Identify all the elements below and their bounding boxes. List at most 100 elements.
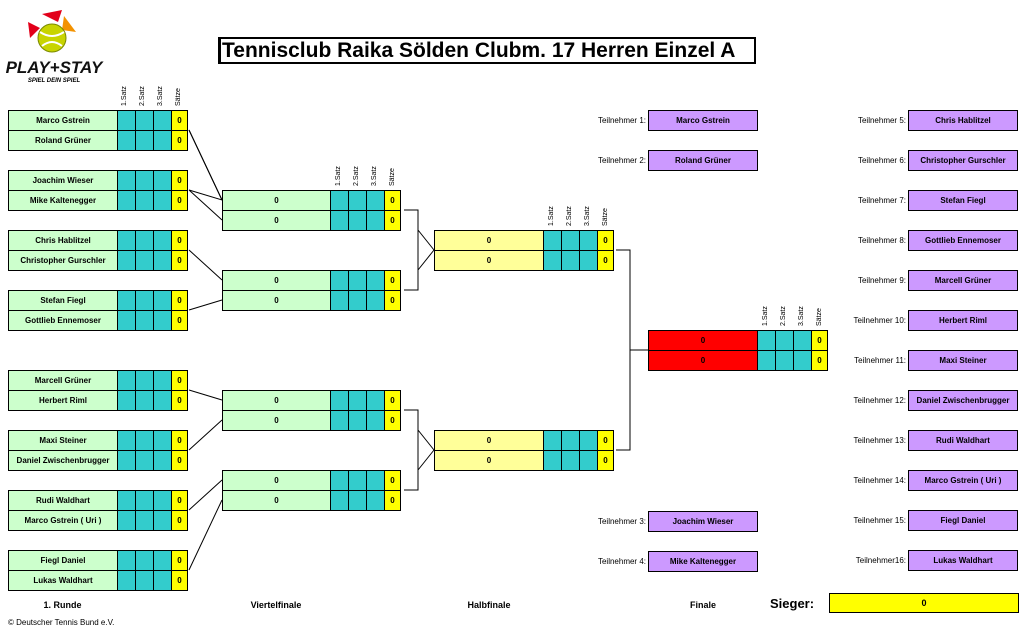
r1-4-set2-cell[interactable] bbox=[135, 190, 154, 211]
r1-13-set2-cell[interactable] bbox=[135, 490, 154, 511]
sf-2-sets-won[interactable]: 0 bbox=[597, 250, 614, 271]
qf-6-player[interactable]: 0 bbox=[222, 410, 331, 431]
r1-11-set2-cell[interactable] bbox=[135, 430, 154, 451]
r1-5-player[interactable]: Chris Hablitzel bbox=[8, 230, 118, 251]
r1-1-set1-cell[interactable] bbox=[117, 110, 136, 131]
r1-15-set1-cell[interactable] bbox=[117, 550, 136, 571]
qf-8-set3-cell[interactable] bbox=[366, 490, 385, 511]
qf-7-set3-cell[interactable] bbox=[366, 470, 385, 491]
qf-1-player[interactable]: 0 bbox=[222, 190, 331, 211]
r1-15-player[interactable]: Fiegl Daniel bbox=[8, 550, 118, 571]
r1-5-set3-cell[interactable] bbox=[153, 230, 172, 251]
qf-2-player[interactable]: 0 bbox=[222, 210, 331, 231]
qf-3-set3-cell[interactable] bbox=[366, 270, 385, 291]
final-2-sets-won[interactable]: 0 bbox=[811, 350, 828, 371]
r1-8-player[interactable]: Gottlieb Ennemoser bbox=[8, 310, 118, 331]
r1-13-sets-won[interactable]: 0 bbox=[171, 490, 188, 511]
r1-6-set2-cell[interactable] bbox=[135, 250, 154, 271]
r1-14-sets-won[interactable]: 0 bbox=[171, 510, 188, 531]
r1-7-set3-cell[interactable] bbox=[153, 290, 172, 311]
qf-6-set1-cell[interactable] bbox=[330, 410, 349, 431]
r1-16-set1-cell[interactable] bbox=[117, 570, 136, 591]
r1-12-set1-cell[interactable] bbox=[117, 450, 136, 471]
r1-7-set1-cell[interactable] bbox=[117, 290, 136, 311]
sf-1-set3-cell[interactable] bbox=[579, 230, 598, 251]
qf-5-player[interactable]: 0 bbox=[222, 390, 331, 411]
r1-5-set1-cell[interactable] bbox=[117, 230, 136, 251]
participant-name-4[interactable]: Mike Kaltenegger bbox=[648, 551, 758, 572]
qf-1-set1-cell[interactable] bbox=[330, 190, 349, 211]
r1-1-set2-cell[interactable] bbox=[135, 110, 154, 131]
r1-11-player[interactable]: Maxi Steiner bbox=[8, 430, 118, 451]
r1-7-sets-won[interactable]: 0 bbox=[171, 290, 188, 311]
r1-3-set2-cell[interactable] bbox=[135, 170, 154, 191]
r1-8-set1-cell[interactable] bbox=[117, 310, 136, 331]
r1-13-player[interactable]: Rudi Waldhart bbox=[8, 490, 118, 511]
sf-3-set1-cell[interactable] bbox=[543, 430, 562, 451]
participant-name-8[interactable]: Gottlieb Ennemoser bbox=[908, 230, 1018, 251]
qf-3-player[interactable]: 0 bbox=[222, 270, 331, 291]
qf-5-set3-cell[interactable] bbox=[366, 390, 385, 411]
r1-15-set2-cell[interactable] bbox=[135, 550, 154, 571]
qf-7-set2-cell[interactable] bbox=[348, 470, 367, 491]
sf-4-set1-cell[interactable] bbox=[543, 450, 562, 471]
final-2-set2-cell[interactable] bbox=[775, 350, 794, 371]
r1-15-set3-cell[interactable] bbox=[153, 550, 172, 571]
winner-field[interactable]: 0 bbox=[829, 593, 1019, 613]
participant-name-5[interactable]: Chris Hablitzel bbox=[908, 110, 1018, 131]
r1-12-sets-won[interactable]: 0 bbox=[171, 450, 188, 471]
sf-4-sets-won[interactable]: 0 bbox=[597, 450, 614, 471]
r1-10-set2-cell[interactable] bbox=[135, 390, 154, 411]
r1-2-set1-cell[interactable] bbox=[117, 130, 136, 151]
r1-11-sets-won[interactable]: 0 bbox=[171, 430, 188, 451]
participant-name-9[interactable]: Marcell Grüner bbox=[908, 270, 1018, 291]
r1-10-sets-won[interactable]: 0 bbox=[171, 390, 188, 411]
qf-8-set2-cell[interactable] bbox=[348, 490, 367, 511]
r1-15-sets-won[interactable]: 0 bbox=[171, 550, 188, 571]
r1-2-set2-cell[interactable] bbox=[135, 130, 154, 151]
r1-3-sets-won[interactable]: 0 bbox=[171, 170, 188, 191]
participant-name-7[interactable]: Stefan Fiegl bbox=[908, 190, 1018, 211]
r1-3-player[interactable]: Joachim Wieser bbox=[8, 170, 118, 191]
qf-2-set3-cell[interactable] bbox=[366, 210, 385, 231]
qf-1-set3-cell[interactable] bbox=[366, 190, 385, 211]
qf-2-set1-cell[interactable] bbox=[330, 210, 349, 231]
r1-16-set2-cell[interactable] bbox=[135, 570, 154, 591]
r1-1-set3-cell[interactable] bbox=[153, 110, 172, 131]
r1-16-player[interactable]: Lukas Waldhart bbox=[8, 570, 118, 591]
r1-8-set3-cell[interactable] bbox=[153, 310, 172, 331]
sf-2-set1-cell[interactable] bbox=[543, 250, 562, 271]
qf-5-set2-cell[interactable] bbox=[348, 390, 367, 411]
qf-3-set2-cell[interactable] bbox=[348, 270, 367, 291]
qf-2-sets-won[interactable]: 0 bbox=[384, 210, 401, 231]
participant-name-6[interactable]: Christopher Gurschler bbox=[908, 150, 1018, 171]
qf-3-set1-cell[interactable] bbox=[330, 270, 349, 291]
sf-1-player[interactable]: 0 bbox=[434, 230, 544, 251]
r1-6-sets-won[interactable]: 0 bbox=[171, 250, 188, 271]
r1-12-set2-cell[interactable] bbox=[135, 450, 154, 471]
qf-6-set3-cell[interactable] bbox=[366, 410, 385, 431]
sf-3-set3-cell[interactable] bbox=[579, 430, 598, 451]
qf-2-set2-cell[interactable] bbox=[348, 210, 367, 231]
r1-3-set1-cell[interactable] bbox=[117, 170, 136, 191]
sf-3-player[interactable]: 0 bbox=[434, 430, 544, 451]
r1-6-set1-cell[interactable] bbox=[117, 250, 136, 271]
r1-11-set3-cell[interactable] bbox=[153, 430, 172, 451]
participant-name-10[interactable]: Herbert Riml bbox=[908, 310, 1018, 331]
final-1-set2-cell[interactable] bbox=[775, 330, 794, 351]
sf-2-player[interactable]: 0 bbox=[434, 250, 544, 271]
r1-9-set2-cell[interactable] bbox=[135, 370, 154, 391]
r1-11-set1-cell[interactable] bbox=[117, 430, 136, 451]
participant-name-16[interactable]: Lukas Waldhart bbox=[908, 550, 1018, 571]
final-1-player[interactable]: 0 bbox=[648, 330, 758, 351]
qf-4-set3-cell[interactable] bbox=[366, 290, 385, 311]
participant-name-2[interactable]: Roland Grüner bbox=[648, 150, 758, 171]
final-2-set1-cell[interactable] bbox=[757, 350, 776, 371]
qf-4-set2-cell[interactable] bbox=[348, 290, 367, 311]
final-2-set3-cell[interactable] bbox=[793, 350, 812, 371]
qf-1-sets-won[interactable]: 0 bbox=[384, 190, 401, 211]
r1-9-player[interactable]: Marcell Grüner bbox=[8, 370, 118, 391]
r1-10-player[interactable]: Herbert Riml bbox=[8, 390, 118, 411]
sf-1-sets-won[interactable]: 0 bbox=[597, 230, 614, 251]
qf-4-player[interactable]: 0 bbox=[222, 290, 331, 311]
